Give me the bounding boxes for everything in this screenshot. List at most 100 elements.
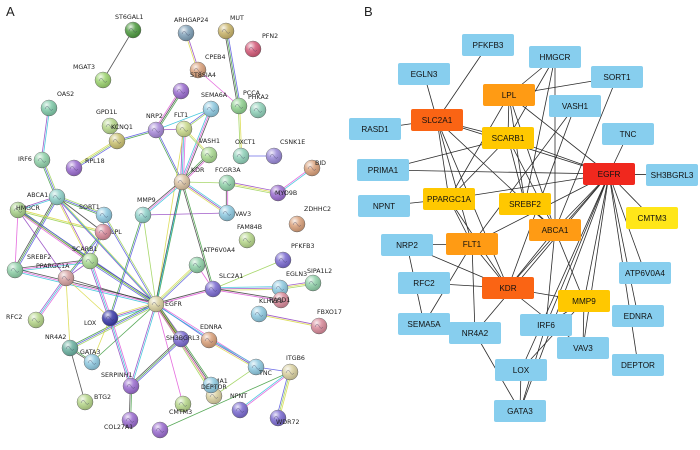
node-b-egfr[interactable]: EGFR xyxy=(583,163,635,185)
node-b-hmgcr[interactable]: HMGCR xyxy=(529,46,581,68)
node-b-lpl[interactable]: LPL xyxy=(483,84,535,106)
node-a-itgb6[interactable]: ITGB6 xyxy=(281,355,305,381)
node-b-sh3bgrl3[interactable]: SH3BGRL3 xyxy=(646,164,698,186)
node-b-lox[interactable]: LOX xyxy=(495,359,547,381)
node-a-egln3[interactable]: EGLN3 xyxy=(271,271,307,297)
node-b-slc2a1[interactable]: SLC2A1 xyxy=(411,109,463,131)
node-a-lox[interactable]: LOX xyxy=(84,309,119,327)
node-a-mut[interactable]: MUT xyxy=(217,15,244,40)
node-a-klhl21[interactable]: KLHL21 xyxy=(250,298,283,323)
node-a-oxct1[interactable]: OXCT1 xyxy=(232,139,256,165)
node-a-mmp9[interactable]: MMP9 xyxy=(134,197,156,224)
node-a-sh3bgrl3[interactable]: SH3BGRL3 xyxy=(166,330,200,348)
node-b-sort1[interactable]: SORT1 xyxy=(591,66,643,88)
node-b-npnt[interactable]: NPNT xyxy=(358,195,410,217)
node-a-serpinh1[interactable]: SERPINH1 xyxy=(101,372,140,395)
node-a-csnk1e[interactable]: CSNK1E xyxy=(265,139,305,165)
node-a-btg2[interactable]: BTG2 xyxy=(76,393,111,411)
node-b-irf6[interactable]: IRF6 xyxy=(520,314,572,336)
node-a-fbxo17[interactable]: FBXO17 xyxy=(310,309,342,335)
node-a-scarb1[interactable]: SCARB1 xyxy=(72,246,99,270)
node-b-vav3[interactable]: VAV3 xyxy=(557,337,609,359)
node-a-lpl[interactable]: LPL xyxy=(94,223,122,241)
node-a-fcgr3a[interactable]: FCGR3A xyxy=(215,167,241,192)
edge-a-egfr-cmtm3 xyxy=(155,303,184,405)
node-a-cpeb4[interactable]: CPEB4 xyxy=(189,54,226,79)
node-a-arhgap24[interactable]: ARHGAP24 xyxy=(174,17,208,42)
node-a-npnt[interactable]: NPNT xyxy=(230,393,249,419)
node-a-tnc[interactable]: TNC xyxy=(247,358,273,377)
node-b-srebf2[interactable]: SREBF2 xyxy=(499,193,551,215)
node-b-flt1[interactable]: FLT1 xyxy=(446,233,498,255)
node-a-nrp2[interactable]: NRP2 xyxy=(146,113,165,139)
node-b-sema5a[interactable]: SEMA5A xyxy=(398,313,450,335)
node-a-gpd1l[interactable]: GPD1L xyxy=(96,109,119,135)
node-b-tnc[interactable]: TNC xyxy=(602,123,654,145)
node-a-kdr[interactable]: KDR xyxy=(173,167,205,191)
node-a-slc2a1[interactable]: SLC2A1 xyxy=(204,273,243,298)
node-b-rfc2[interactable]: RFC2 xyxy=(398,272,450,294)
node-a-rpl18[interactable]: RPL18 xyxy=(65,158,105,177)
edge-a-egfr-ppargc1a xyxy=(65,277,157,305)
node-a-pfkfb3[interactable]: PFKFB3 xyxy=(274,243,315,269)
node-a-srebf2[interactable]: SREBF2 xyxy=(6,254,51,279)
node-b-ppargc1a[interactable]: PPARGC1A xyxy=(423,188,475,210)
node-a-deptor[interactable]: DEPTOR xyxy=(201,376,227,394)
edge-a-fcgr3a-myo9b xyxy=(226,182,279,194)
node-b-kdr[interactable]: KDR xyxy=(482,277,534,299)
node-b-deptor[interactable]: DEPTOR xyxy=(612,354,664,376)
node-a-irf6[interactable]: IRF6 xyxy=(18,151,51,169)
node-a-vash1[interactable]: VASH1 xyxy=(199,138,220,164)
node-b-ednra[interactable]: EDNRA xyxy=(612,305,664,327)
node-a-cmtm3[interactable]: CMTM3 xyxy=(169,395,192,416)
node-a-rfc2[interactable]: RFC2 xyxy=(6,311,45,329)
node-b-nr4a2[interactable]: NR4A2 xyxy=(449,322,501,344)
node-b-egln3[interactable]: EGLN3 xyxy=(398,63,450,85)
node-a-flt1[interactable]: FLT1 xyxy=(174,112,193,138)
node-a-ednra[interactable]: EDNRA xyxy=(200,324,223,349)
node-b-prima1[interactable]: PRIMA1 xyxy=(357,159,409,181)
node-a-hmgcr[interactable]: HMGCR xyxy=(9,201,40,219)
node-a-sipa1l2[interactable]: SIPA1L2 xyxy=(304,268,332,292)
node-a-phka2[interactable]: PHKA2 xyxy=(248,94,269,119)
node-b-rasd1[interactable]: RASD1 xyxy=(349,118,401,140)
node-a-ppargc1a[interactable]: PPARGC1A xyxy=(36,263,75,287)
node-a-wdr72[interactable]: WDR72 xyxy=(269,409,299,427)
node-a-fam84b[interactable]: FAM84B xyxy=(237,224,262,249)
node-a-egfr[interactable]: EGFR xyxy=(147,295,182,313)
node-a-gata3[interactable]: GATA3 xyxy=(80,349,100,371)
node-b-scarb1[interactable]: SCARB1 xyxy=(482,127,534,149)
edge-a-lox-serpinh1 xyxy=(110,317,133,386)
node-a-zdhhc2[interactable]: ZDHHC2 xyxy=(288,206,331,233)
node-a-sema6a[interactable]: SEMA6A xyxy=(201,92,228,118)
node-a-pfn2[interactable]: PFN2 xyxy=(244,33,278,58)
node-b-atp6v0a4[interactable]: ATP6V0A4 xyxy=(619,262,671,284)
node-a-col27a1[interactable]: COL27A1 xyxy=(104,411,139,431)
node-b-mmp9[interactable]: MMP9 xyxy=(558,290,610,312)
node-a-label-klhl21: KLHL21 xyxy=(259,298,283,305)
edge-b-egfr-atp6v0a4 xyxy=(608,173,646,274)
node-a-st6gal1[interactable]: ST6GAL1 xyxy=(115,14,144,39)
node-b-pfkfb3[interactable]: PFKFB3 xyxy=(462,34,514,56)
node-a-mgat3[interactable]: MGAT3 xyxy=(73,64,112,89)
node-b-abca1[interactable]: ABCA1 xyxy=(529,219,581,241)
node-a-vav3[interactable]: VAV3 xyxy=(218,204,251,222)
edge-a-abca1-egfr xyxy=(56,196,157,305)
node-a-myo9b[interactable]: MYO9B xyxy=(269,184,297,202)
node-a-sort1[interactable]: SORT1 xyxy=(79,204,113,224)
node-a-abca1[interactable]: ABCA1 xyxy=(27,188,66,206)
node-a-itgb6b[interactable] xyxy=(151,421,169,439)
edge-a-mmp9-lox xyxy=(108,214,143,318)
node-b-vash1[interactable]: VASH1 xyxy=(549,95,601,117)
node-a-st8sia4[interactable]: ST8SIA4 xyxy=(172,72,216,100)
node-a-rasd1[interactable]: RASD1 xyxy=(269,291,290,309)
node-a-kcnq1[interactable]: KCNQ1 xyxy=(108,124,133,150)
node-a-atp6v0a4[interactable]: ATP6V0A4 xyxy=(188,247,235,274)
node-a-pcca[interactable]: PCCA xyxy=(230,90,261,115)
node-a-nr4a2[interactable]: NR4A2 xyxy=(45,334,79,357)
node-b-nrp2[interactable]: NRP2 xyxy=(381,234,433,256)
node-a-bid[interactable]: BID xyxy=(303,159,326,177)
node-b-gata3[interactable]: GATA3 xyxy=(494,400,546,422)
node-b-cmtm3[interactable]: CMTM3 xyxy=(626,207,678,229)
node-a-oas2[interactable]: OAS2 xyxy=(40,91,74,117)
